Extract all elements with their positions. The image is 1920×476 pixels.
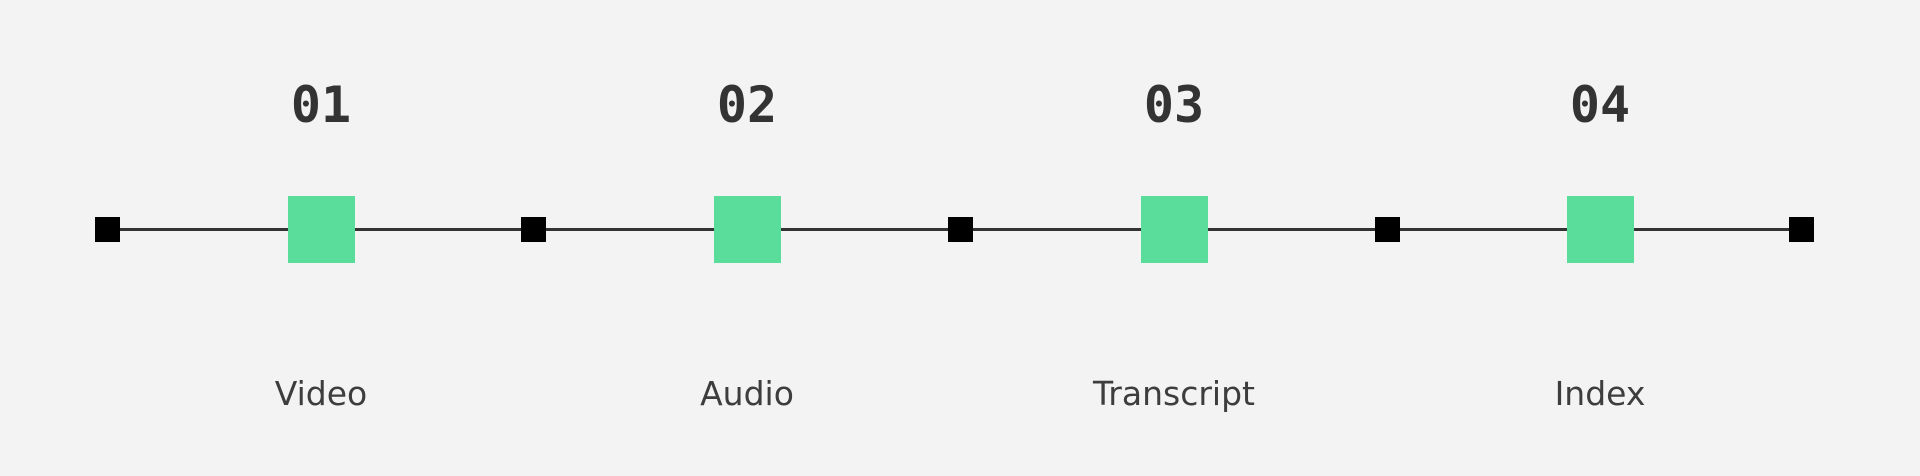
step-label: Audio xyxy=(700,374,794,413)
timeline-tick xyxy=(1789,217,1814,242)
step-number: 02 xyxy=(716,76,778,134)
step-marker xyxy=(1141,196,1208,263)
timeline-tick xyxy=(948,217,973,242)
step-number: 03 xyxy=(1143,76,1205,134)
step-marker xyxy=(1567,196,1634,263)
step-number: 01 xyxy=(290,76,352,134)
timeline-tick xyxy=(1375,217,1400,242)
timeline-tick xyxy=(95,217,120,242)
timeline-tick xyxy=(521,217,546,242)
step-label: Index xyxy=(1554,374,1646,413)
step-number: 04 xyxy=(1569,76,1631,134)
step-label: Video xyxy=(274,374,368,413)
step-label: Transcript xyxy=(1093,374,1255,413)
step-marker xyxy=(288,196,355,263)
step-marker xyxy=(714,196,781,263)
